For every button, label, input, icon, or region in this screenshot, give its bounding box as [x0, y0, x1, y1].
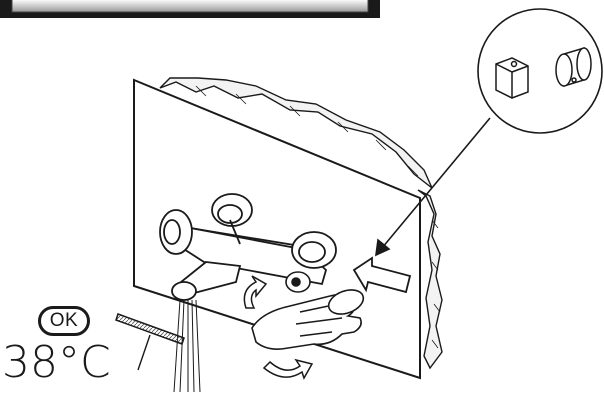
square-nut-icon	[496, 58, 528, 98]
detail-callout	[478, 9, 602, 133]
water-stream	[174, 300, 200, 392]
ok-label: OK	[50, 310, 78, 332]
top-label-plaque	[0, 0, 380, 18]
ok-badge: OK	[38, 306, 90, 336]
temperature-knob	[286, 272, 310, 292]
thermometer-icon	[116, 314, 184, 370]
temperature-label: 38°C	[2, 338, 111, 388]
